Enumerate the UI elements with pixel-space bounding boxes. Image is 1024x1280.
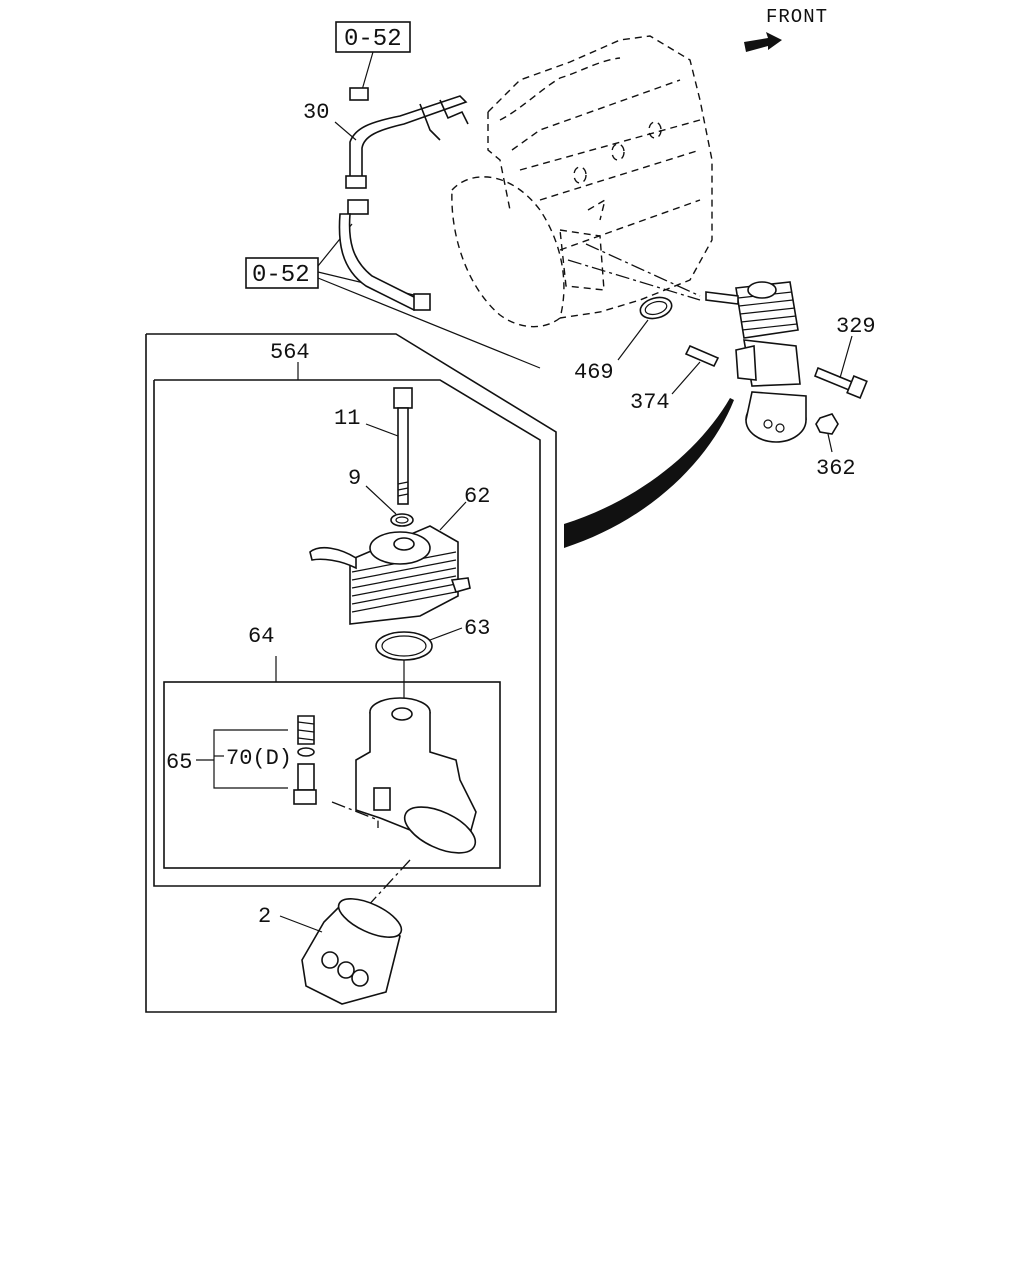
callout-64: 64	[248, 624, 274, 649]
callout-329: 329	[836, 314, 876, 339]
reference-text-mid: 0-52	[252, 262, 310, 289]
center-bolt-11[interactable]	[393, 387, 413, 505]
callout-469: 469	[574, 360, 614, 385]
engine-block	[451, 35, 713, 328]
oil-cooler-62[interactable]	[309, 525, 471, 625]
nut-362[interactable]	[815, 413, 839, 435]
callout-70: 70(D)	[226, 746, 292, 771]
callout-2: 2	[258, 904, 271, 929]
o-ring-9[interactable]	[390, 513, 414, 527]
callout-65: 65	[166, 750, 192, 775]
gasket-63[interactable]	[375, 631, 433, 661]
front-arrow-icon	[744, 32, 782, 52]
front-label: FRONT	[766, 6, 828, 28]
stud-374[interactable]	[684, 344, 720, 368]
oil-filter-cartridge-2[interactable]	[301, 891, 407, 1005]
callout-62: 62	[464, 484, 490, 509]
callout-11: 11	[334, 406, 360, 431]
callout-362: 362	[816, 456, 856, 481]
reference-box-mid[interactable]: 0-52	[245, 257, 319, 289]
gasket-469[interactable]	[638, 294, 674, 322]
reference-text-top: 0-52	[344, 26, 402, 53]
bolt-329[interactable]	[813, 366, 868, 400]
oil-cooler-mounted[interactable]	[705, 281, 807, 443]
oil-filter-body[interactable]	[355, 697, 482, 862]
callout-374: 374	[630, 390, 670, 415]
detail-connector	[564, 398, 734, 548]
callout-63: 63	[464, 616, 490, 641]
detail-frame-64	[163, 681, 501, 869]
relief-valve-parts[interactable]	[293, 715, 317, 805]
callout-9: 9	[348, 466, 361, 491]
oil-pipe-assembly[interactable]	[338, 87, 469, 312]
callout-564: 564	[270, 340, 310, 365]
reference-box-top[interactable]: 0-52	[335, 21, 411, 53]
detail-frame-564	[145, 333, 557, 1013]
callout-30: 30	[303, 100, 329, 125]
